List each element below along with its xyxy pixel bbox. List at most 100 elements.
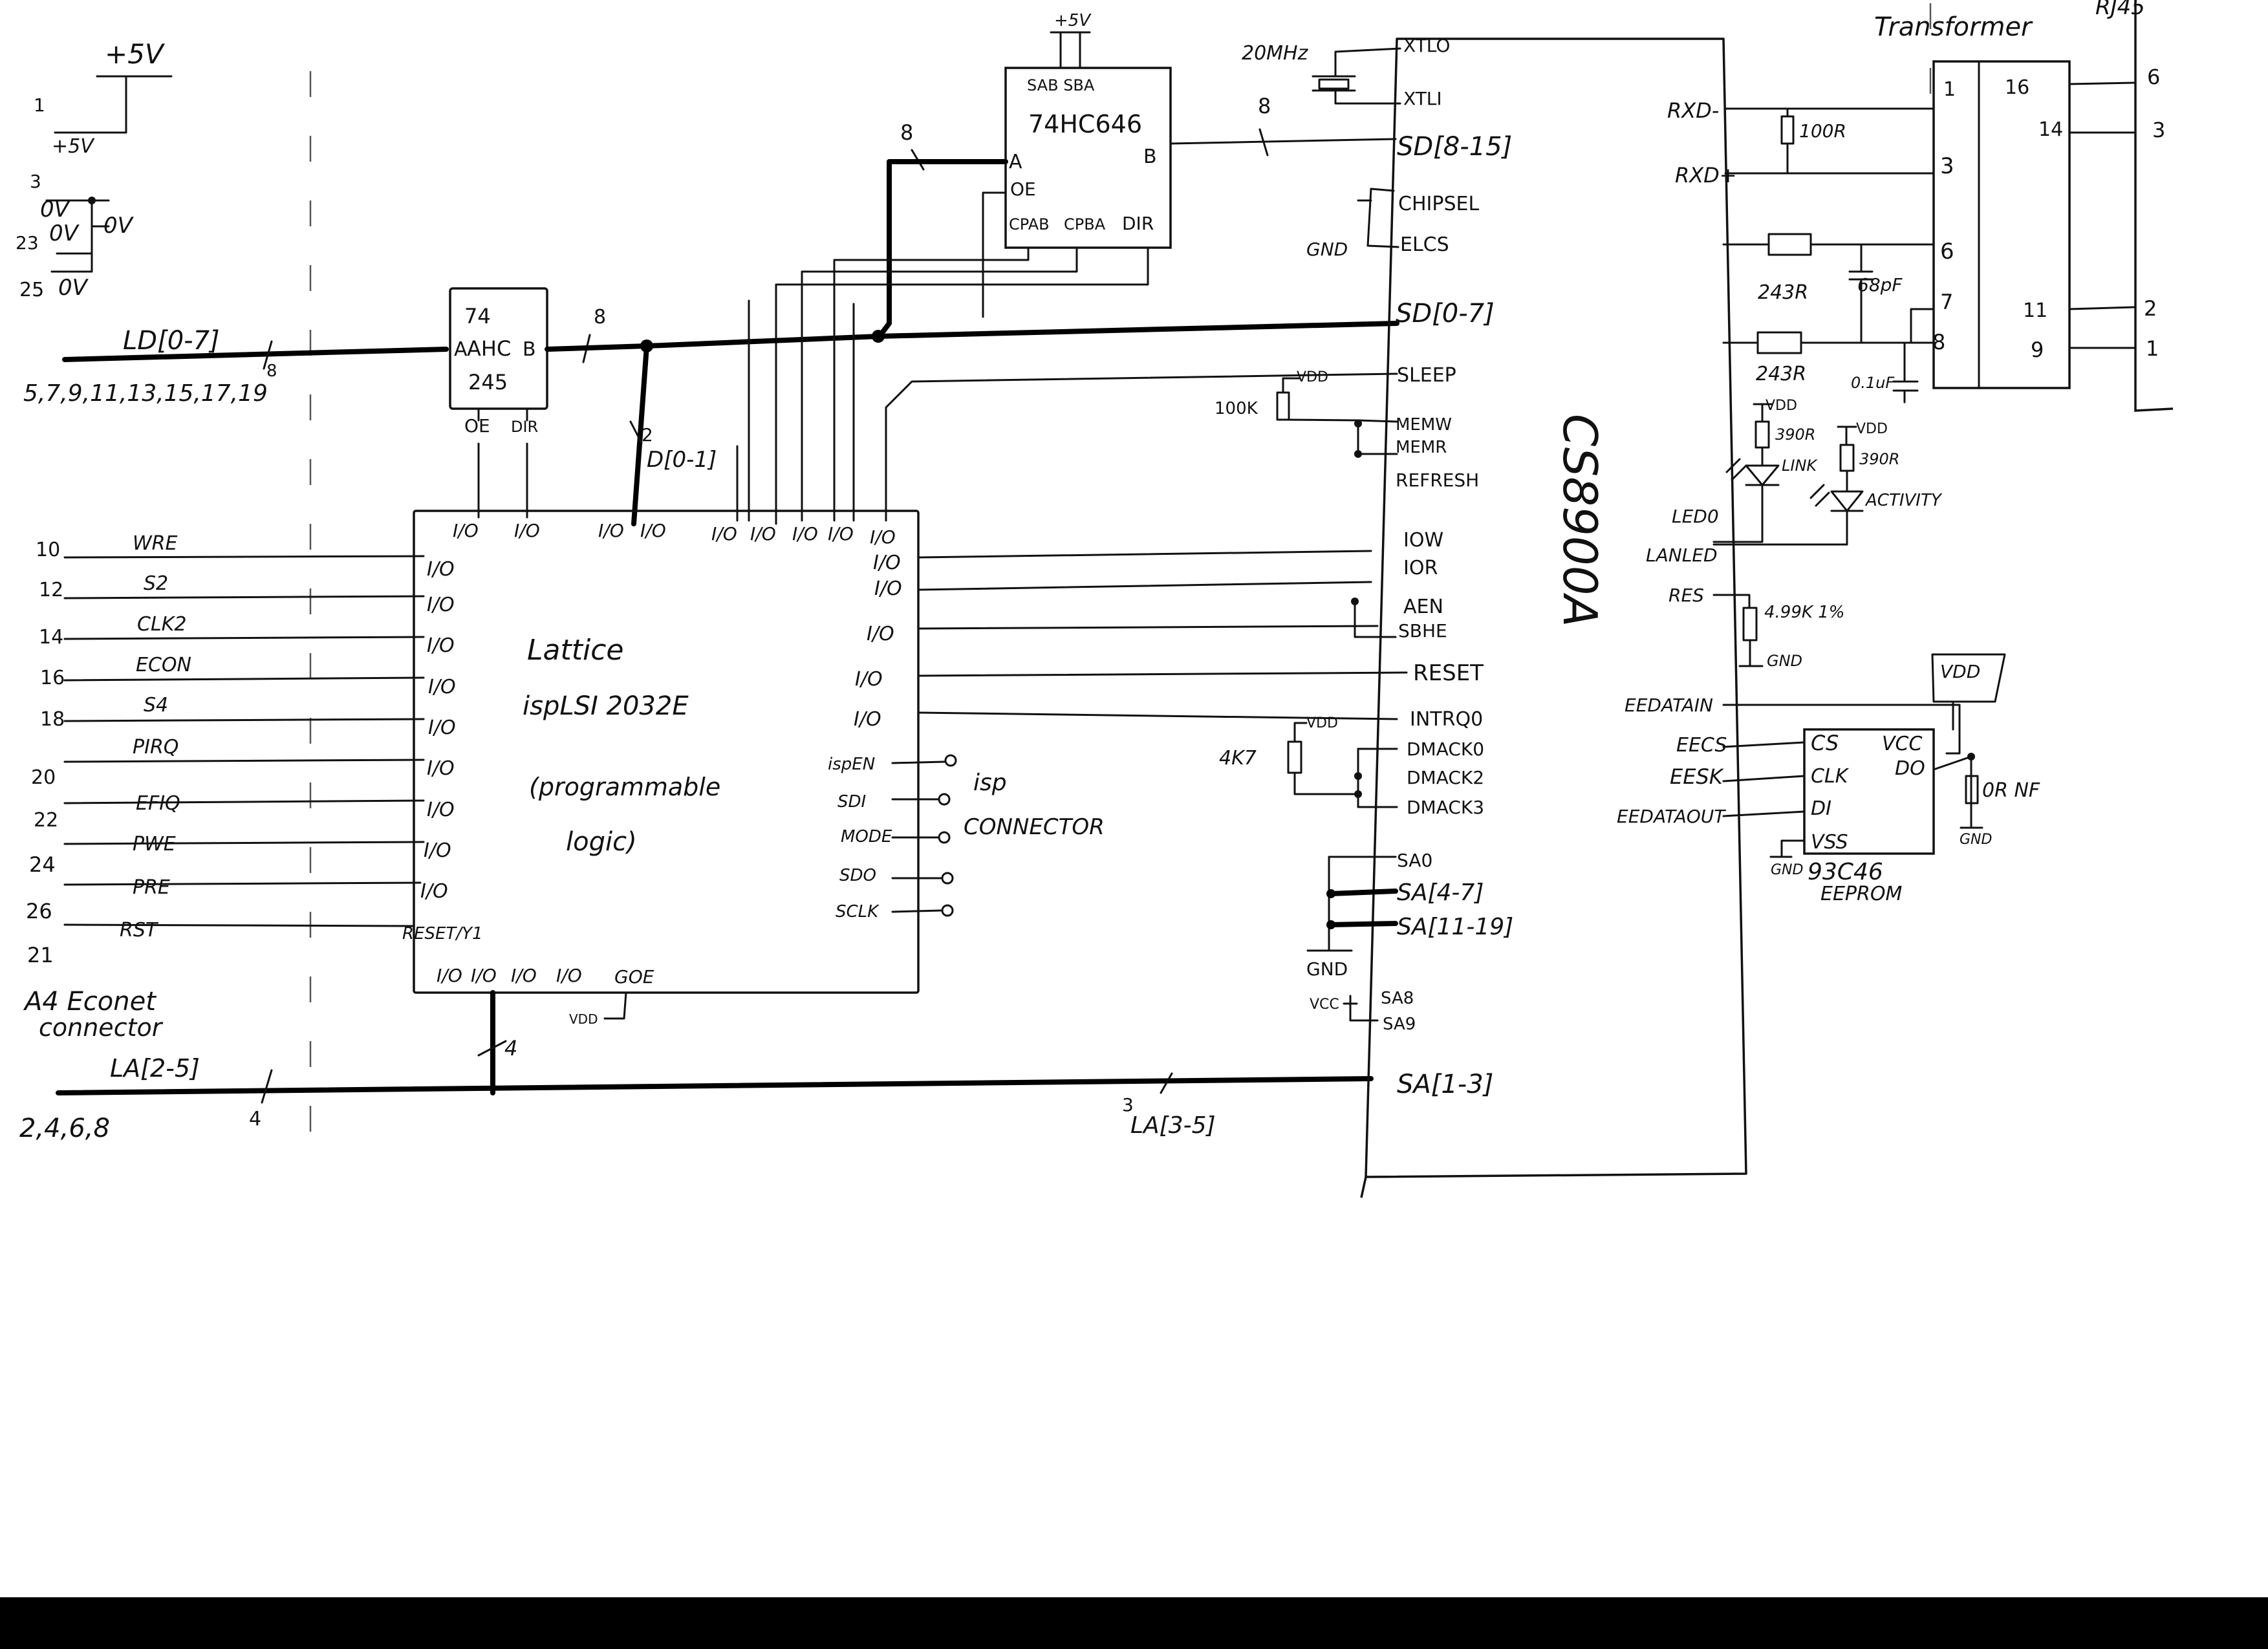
signal-lines	[63, 555, 425, 927]
signal-pin-10: 10	[36, 539, 60, 561]
cpld-isp-pins: ispEN SDI MODE SDO SCLK	[828, 755, 892, 921]
xfmr-pin-1: 1	[1943, 78, 1956, 101]
xfmr-pin-16: 16	[2005, 76, 2029, 99]
cs8900-ior: IOR	[1403, 557, 1438, 579]
res-label: RES	[1669, 585, 1704, 606]
signal-labels: 10 WRE 12 S2 14 CLK2 16 ECON 18 S4 20 PI…	[26, 532, 191, 967]
power-pin-1: 1	[34, 94, 45, 116]
transceiver-646: +5V SAB SBA 74HC646 A B OE CPAB CPBA DIR…	[775, 11, 1397, 525]
ld-bus-label: LD[0-7]	[123, 326, 220, 356]
cs8900-dmack3: DMACK3	[1407, 797, 1484, 818]
sa-la-bus: LA[3-5]	[1130, 1112, 1216, 1139]
cs8900-aen: AEN	[1403, 596, 1443, 618]
r390-label-a: 390R	[1775, 426, 1815, 444]
transceiver-pin-oe: OE	[1010, 178, 1036, 200]
cpld-top-pin-6: I/O	[750, 523, 776, 544]
cs8900-intrq0: INTRQ0	[1410, 708, 1483, 731]
eeprom-pin-vcc: VCC	[1882, 733, 1922, 755]
eeprom-name: 93C46	[1808, 859, 1883, 885]
eeprom-section: EEDATAIN EECS EESK EEDATAOUT CS CLK DI V…	[1617, 653, 2040, 905]
eeprom-pin-clk: CLK	[1811, 765, 1850, 788]
signal-pin-21: 21	[27, 943, 54, 967]
r499-label: 4.99K 1%	[1764, 603, 1844, 622]
eedatain-label: EEDATAIN	[1625, 695, 1713, 716]
sleep-vdd: VDD	[1297, 369, 1328, 385]
eeprom-pin-cs: CS	[1811, 731, 1839, 755]
cpld-top-pin-9: I/O	[870, 526, 896, 548]
power-pin-23: 23	[16, 232, 39, 253]
intrq-vdd: VDD	[1306, 715, 1338, 731]
sa-gnd: GND	[1306, 958, 1348, 980]
transceiver-pin-b: B	[1143, 146, 1157, 168]
rxd-minus: RXD-	[1667, 98, 1719, 123]
rj45-pin-6: 6	[2147, 65, 2160, 89]
ethernet-section: Transformer RJ45 1 3 6 7 8 16 14 11 9 6 …	[1646, 0, 2174, 670]
cap-68pf: 68pF	[1857, 274, 1903, 296]
cpld-bottom-pin-2: I/O	[471, 965, 497, 986]
cs8900-reset: RESET	[1413, 660, 1484, 686]
xfmr-pin-8: 8	[1932, 330, 1945, 354]
signal-pin-16: 16	[40, 667, 65, 689]
sa-bus-width: 3	[1122, 1094, 1134, 1116]
cs8900-sa4-7: SA[4-7]	[1397, 879, 1484, 906]
cpld-left-pin-8: I/O	[424, 839, 451, 862]
eeprom-vdd: VDD	[1940, 661, 1980, 682]
cpld-bottom-pin-1: I/O	[437, 965, 462, 986]
signal-pin-24: 24	[29, 852, 56, 877]
connector-subtitle: connector	[39, 1013, 164, 1042]
r243-label-a: 243R	[1758, 281, 1808, 304]
signal-pin-26: 26	[26, 899, 52, 923]
intrq-pullup: 4K7	[1219, 747, 1257, 770]
res-gnd: GND	[1767, 652, 1802, 670]
signal-name-econ: ECON	[136, 654, 191, 676]
power-pin-25: 25	[19, 279, 44, 301]
crystal-freq: 20MHz	[1242, 42, 1309, 65]
cpld-isp-pin-ispen: ispEN	[828, 755, 875, 774]
r390-label-b: 390R	[1859, 450, 1899, 468]
transceiver-top-pins: SAB SBA	[1027, 76, 1095, 94]
scan-border	[0, 1597, 2268, 1649]
ld-bus-width: 8	[266, 361, 277, 381]
signal-pin-18: 18	[40, 708, 65, 731]
cs8900-refresh: REFRESH	[1396, 469, 1479, 491]
cs8900-chipsel: CHIPSEL	[1398, 193, 1479, 215]
cs8900-iow: IOW	[1403, 529, 1443, 552]
cpld-top-pin-7: I/O	[792, 523, 818, 544]
cpld-la-width: 4	[504, 1036, 517, 1061]
led-vdd-a: VDD	[1766, 398, 1797, 414]
buffer-part-line1: 74	[464, 304, 491, 329]
transceiver-a-width: 8	[900, 120, 913, 145]
eesk-label: EESK	[1670, 764, 1725, 789]
signal-name-clk2: CLK2	[137, 613, 186, 636]
cs8900-sbhe: SBHE	[1398, 620, 1447, 641]
transceiver-b-width: 8	[1258, 94, 1271, 118]
cs8900-name: CS8900A	[1553, 414, 1607, 627]
cpld-top-pin-8: I/O	[828, 523, 854, 544]
cpld-top-pin-5: I/O	[711, 523, 737, 544]
cpld-name-4: logic)	[566, 827, 637, 857]
cpld-left-pin-1: I/O	[427, 558, 455, 581]
cs8900-sd-low: SD[0-7]	[1396, 299, 1495, 329]
led-vdd-b: VDD	[1856, 421, 1888, 437]
sa-vcc: VCC	[1310, 997, 1339, 1013]
la-bus-pins: 2,4,6,8	[19, 1114, 110, 1143]
la-bus-width: 4	[249, 1108, 261, 1130]
cpld-left-pin-2: I/O	[427, 594, 455, 616]
signal-name-s4: S4	[144, 694, 168, 717]
sleep-pullup: 100K	[1215, 399, 1258, 418]
buffer-part-line2: AHC	[467, 336, 511, 361]
transceiver-pin-a: A	[1009, 151, 1022, 173]
rj45-pin-1: 1	[2146, 336, 2159, 361]
cpld-left-pin-3: I/O	[427, 634, 455, 657]
cs8900-elcs: ELCS	[1400, 233, 1449, 256]
buffer-part-line3: 245	[468, 370, 508, 394]
cpld-data-bus: D[0-1]	[647, 447, 717, 473]
cpld-top-pin-3: I/O	[598, 520, 624, 541]
plus5v-label-low: +5V	[52, 135, 95, 158]
cpld-name-3: (programmable	[529, 773, 720, 801]
signal-name-s2: S2	[144, 572, 168, 595]
signal-name-wre: WRE	[133, 532, 178, 555]
cpld-bottom-pin-4: I/O	[556, 965, 582, 986]
transceiver-pin-cpba: CPBA	[1064, 215, 1106, 233]
lanled-label: LANLED	[1646, 544, 1718, 566]
